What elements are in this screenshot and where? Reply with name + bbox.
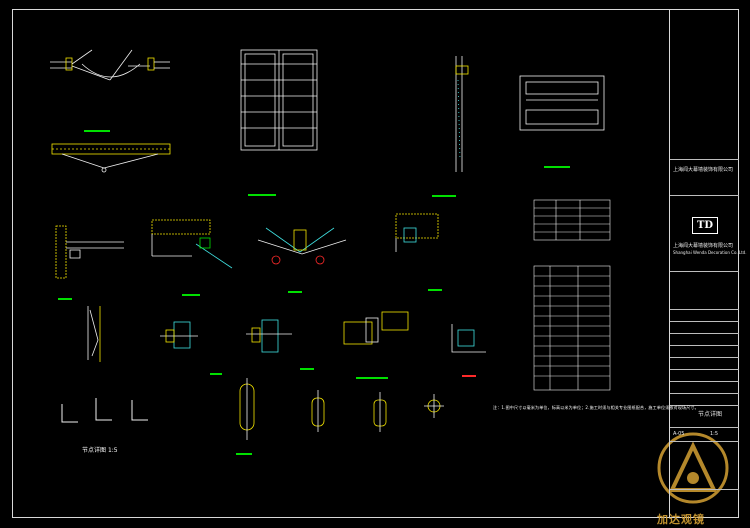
tb-divider — [670, 381, 739, 382]
caption-scale: 1:5 — [107, 447, 118, 454]
schedule-table-small — [533, 199, 611, 241]
tb-divider — [670, 357, 739, 358]
detail-pin-c — [373, 392, 387, 432]
tb-divider — [670, 441, 739, 442]
detail-channel-section — [451, 324, 486, 353]
tb-drawing-title: 节点详图 — [698, 411, 723, 418]
detail-bolt-a — [160, 321, 198, 349]
tb-divider — [670, 345, 739, 346]
detail-top-hinge — [50, 49, 170, 81]
detail-angle-set — [61, 398, 148, 423]
tb-divider — [670, 427, 739, 428]
detail-window-elevation — [240, 49, 318, 151]
detail-bolt-b — [246, 319, 292, 353]
tb-sheet-no: A-05 — [673, 431, 685, 437]
detail-pin-d — [424, 394, 444, 418]
tb-scale: 1:5 — [710, 431, 719, 437]
tb-divider — [670, 159, 739, 160]
tb-company-en: Shanghai Wenda Decoration Co.,Ltd. — [673, 250, 747, 255]
detail-caption: 节点详图 1:5 — [82, 445, 118, 454]
tb-divider — [670, 309, 739, 310]
tb-divider — [670, 489, 739, 490]
detail-pin-a — [239, 378, 255, 440]
tb-divider — [670, 369, 739, 370]
tb-divider — [670, 195, 739, 196]
caption-text: 节点详图 — [82, 447, 107, 454]
tb-divider — [670, 333, 739, 334]
detail-corner-joint — [151, 219, 233, 269]
schedule-table-large — [533, 265, 611, 391]
tb-divider — [670, 405, 739, 406]
tb-divider — [670, 321, 739, 322]
watermark-text: 加达观镜 — [657, 513, 705, 526]
title-block: 上海闻大幕墙装饰有限公司 TD 上海闻大幕墙装饰有限公司 Shanghai We… — [669, 9, 746, 518]
watermark-logo — [657, 432, 729, 504]
detail-glass-profile — [87, 306, 101, 362]
tb-company-cn: 上海闻大幕墙装饰有限公司 — [673, 243, 734, 249]
tb-divider — [670, 393, 739, 394]
detail-mullion-section — [455, 56, 469, 172]
detail-clip-plan — [343, 311, 409, 345]
drawing-border — [12, 9, 739, 518]
detail-pin-b — [311, 390, 325, 432]
detail-beam-section — [51, 143, 171, 173]
tb-client: 上海闻大幕墙装饰有限公司 — [673, 167, 734, 173]
detail-edge-bracket — [395, 213, 439, 252]
detail-frame-section — [519, 75, 605, 131]
detail-v-joint — [257, 227, 347, 265]
tb-divider — [670, 271, 739, 272]
company-logo: TD — [692, 217, 718, 234]
detail-wall-anchor — [55, 225, 124, 279]
drawing-notes: 注：1.图中尺寸以毫米为单位，标高以米为单位；2.施工时须与相关专业图纸配合，施… — [493, 405, 699, 410]
